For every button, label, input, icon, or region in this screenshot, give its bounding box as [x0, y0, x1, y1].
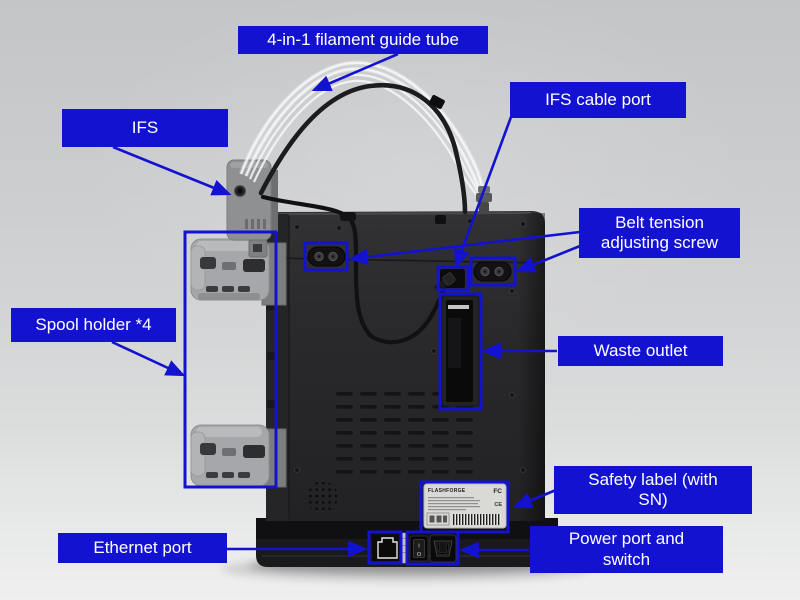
callout-spool-holder-label: Spool holder *4: [35, 314, 152, 334]
arrow-belt-tension-right: [515, 244, 581, 273]
ifs-vent-slits: [245, 219, 266, 229]
spool-holder-highlight-box: [183, 230, 278, 489]
spool-holder-bottom: [190, 424, 287, 488]
top-clamp-right: [435, 215, 446, 224]
ifs-cable-port-highlight-box: [436, 265, 470, 292]
ethernet-highlight-box: [367, 530, 403, 565]
arrow-ifs-cable-port: [454, 116, 513, 269]
arrow-spool-holder: [111, 340, 186, 377]
arrow-safety-label: [512, 488, 557, 509]
ifs-signal-cable: [260, 194, 449, 345]
switch-on-mark: I: [418, 544, 420, 550]
callout-power-port-label: Power port and switch: [568, 529, 685, 569]
callout-filament-guide-tube: 4-in-1 filament guide tube: [238, 26, 488, 54]
callout-ifs-label: IFS: [131, 117, 159, 137]
callout-waste-outlet: Waste outlet: [558, 336, 723, 366]
belt-screw-right: [473, 261, 512, 282]
power-switch: I O: [409, 535, 429, 562]
callout-ifs-cable-port: IFS cable port: [510, 82, 686, 118]
power-inlet: [429, 534, 457, 563]
safety-label-fineprint: [428, 497, 480, 511]
callout-spool-holder: Spool holder *4: [11, 308, 176, 342]
callout-filament-guide-tube-label: 4-in-1 filament guide tube: [267, 29, 459, 49]
ce-mark: CE: [494, 502, 502, 508]
serial-barcode: [453, 514, 501, 525]
warning-icons: [429, 515, 447, 523]
callout-ifs-cable-port-label: IFS cable port: [545, 89, 651, 109]
waste-outlet-highlight-box: [438, 292, 483, 411]
cable-clip: [429, 95, 445, 109]
waste-outlet-opening: [441, 295, 480, 407]
belt-screw-left-highlight-box: [303, 241, 349, 272]
callout-belt-tension-label: Belt tension adjusting screw: [600, 212, 719, 252]
switch-off-mark: O: [417, 552, 422, 558]
spool-holder-top: [190, 238, 287, 306]
leader-arrows: [111, 52, 581, 559]
safety-label-brand: FLASHFORGE: [428, 488, 466, 494]
callout-power-port: Power port and switch: [530, 526, 723, 573]
callout-belt-tension: Belt tension adjusting screw: [579, 208, 740, 258]
belt-screw-left: [307, 246, 346, 267]
ifs-cable-loop: [258, 82, 468, 215]
top-cable-clamp: [340, 212, 356, 221]
safety-label-highlight-box: [419, 480, 510, 534]
fcc-mark: FC: [493, 488, 502, 495]
belt-screw-right-highlight-box: [469, 256, 517, 287]
callout-ethernet-port-label: Ethernet port: [93, 537, 192, 557]
power-highlight-box: [405, 530, 460, 566]
callout-ifs: IFS: [62, 109, 228, 147]
arrow-filament-guide-tube: [311, 52, 399, 92]
speaker-grille: [306, 481, 338, 513]
ethernet-port-jack: [372, 535, 399, 561]
warning-icons-box: [426, 512, 450, 526]
callout-safety-label: Safety label (with SN): [554, 466, 752, 514]
safety-label-sticker: FLASHFORGE FC CE: [423, 483, 507, 529]
vent-grille: [336, 392, 478, 480]
highlight-boxes: [183, 230, 517, 566]
callout-waste-outlet-label: Waste outlet: [593, 340, 688, 360]
arrow-belt-tension-left: [348, 230, 581, 266]
arrow-ifs: [112, 145, 232, 196]
callout-safety-label-label: Safety label (with SN): [588, 469, 718, 509]
callout-ethernet-port: Ethernet port: [58, 533, 227, 563]
